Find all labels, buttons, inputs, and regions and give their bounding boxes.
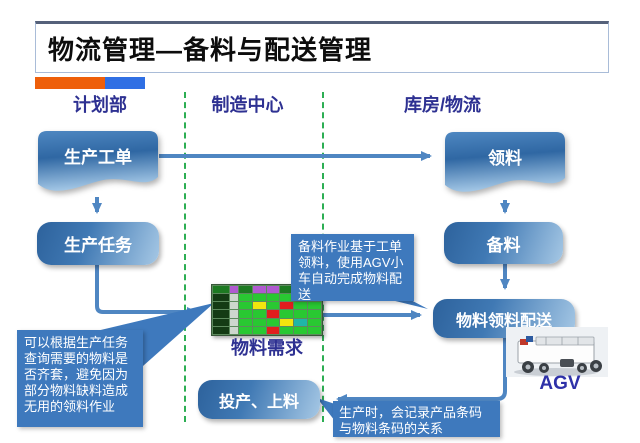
arrow-task-to-demand [95, 265, 198, 317]
grid-cell [266, 326, 280, 334]
grid-cell [239, 294, 252, 302]
node-label: 生产任务 [64, 236, 132, 255]
grid-cell [230, 302, 238, 310]
lane-header-planning: 计划部 [73, 95, 127, 115]
grid-cell [213, 318, 229, 326]
page-title: 物流管理—备料与配送管理 [48, 35, 373, 65]
grid-cell [252, 318, 266, 326]
grid-cell [213, 286, 229, 293]
grid-cell [230, 286, 238, 293]
grid-cell [252, 286, 266, 293]
grid-cell [280, 302, 294, 310]
node-label: 生产工单 [64, 148, 132, 167]
callout-kit-check: 可以根据生产任务查询需要的物料是否齐套，避免因为部分物料缺料造成无用的领料作业 [17, 330, 143, 427]
grid-cell [266, 286, 280, 293]
title-underline-blue [105, 77, 145, 89]
grid-cell [294, 326, 308, 334]
grid-cell [213, 302, 229, 310]
agv-image [506, 327, 608, 377]
grid-cell [308, 302, 321, 310]
grid-cell [239, 318, 252, 326]
arrow-distribution-to-start [336, 338, 507, 404]
grid-cell [239, 302, 252, 310]
grid-cell [280, 318, 294, 326]
grid-cell [294, 310, 308, 318]
grid-cell [294, 318, 308, 326]
grid-cell [280, 326, 294, 334]
lane-header-manufacturing: 制造中心 [211, 95, 284, 115]
grid-cell [266, 318, 280, 326]
grid-cell [230, 294, 238, 302]
lane-separator-1 [184, 92, 186, 422]
callout-barcode-pointer [317, 398, 335, 421]
grid-cell [266, 294, 280, 302]
grid-cell [213, 326, 229, 334]
grid-cell [266, 302, 280, 310]
node-start-loading: 投产、上料 [198, 380, 320, 419]
grid-cell [280, 286, 294, 293]
grid-cell [280, 310, 294, 318]
grid-cell [252, 294, 266, 302]
agv-label: AGV [539, 373, 581, 394]
node-label: 投产、上料 [218, 393, 299, 411]
lane-header-warehouse: 库房/物流 [403, 95, 481, 115]
node-production-work-order: 生产工单 [37, 130, 159, 198]
grid-cell [266, 310, 280, 318]
grid-cell [308, 326, 321, 334]
callout-barcode-link: 生产时，会记录产品条码与物料条码的关系 [333, 401, 500, 437]
node-label: 备料 [486, 235, 521, 255]
grid-cell [239, 310, 252, 318]
material-demand-label: 物料需求 [231, 338, 303, 358]
node-label: 领料 [488, 149, 522, 168]
grid-cell [252, 326, 266, 334]
grid-cell [230, 326, 238, 334]
node-label: 物料领料配送 [455, 312, 552, 330]
grid-cell [308, 310, 321, 318]
grid-cell [213, 294, 229, 302]
grid-cell [239, 286, 252, 293]
node-production-task: 生产任务 [37, 222, 159, 265]
node-material-picking: 领料 [444, 131, 566, 199]
node-material-preparation: 备料 [444, 222, 563, 264]
grid-cell [213, 310, 229, 318]
grid-cell [308, 318, 321, 326]
grid-cell [280, 294, 294, 302]
title-box: 物流管理—备料与配送管理 [35, 21, 609, 73]
grid-cell [252, 310, 266, 318]
grid-cell [294, 302, 308, 310]
grid-cell [230, 310, 238, 318]
callout-prep-based-on-order: 备料作业基于工单领料，使用AGV小车自动完成物料配送 [291, 234, 414, 302]
grid-cell [252, 302, 266, 310]
grid-cell [239, 326, 252, 334]
title-underline-orange [35, 77, 105, 89]
grid-cell [230, 318, 238, 326]
